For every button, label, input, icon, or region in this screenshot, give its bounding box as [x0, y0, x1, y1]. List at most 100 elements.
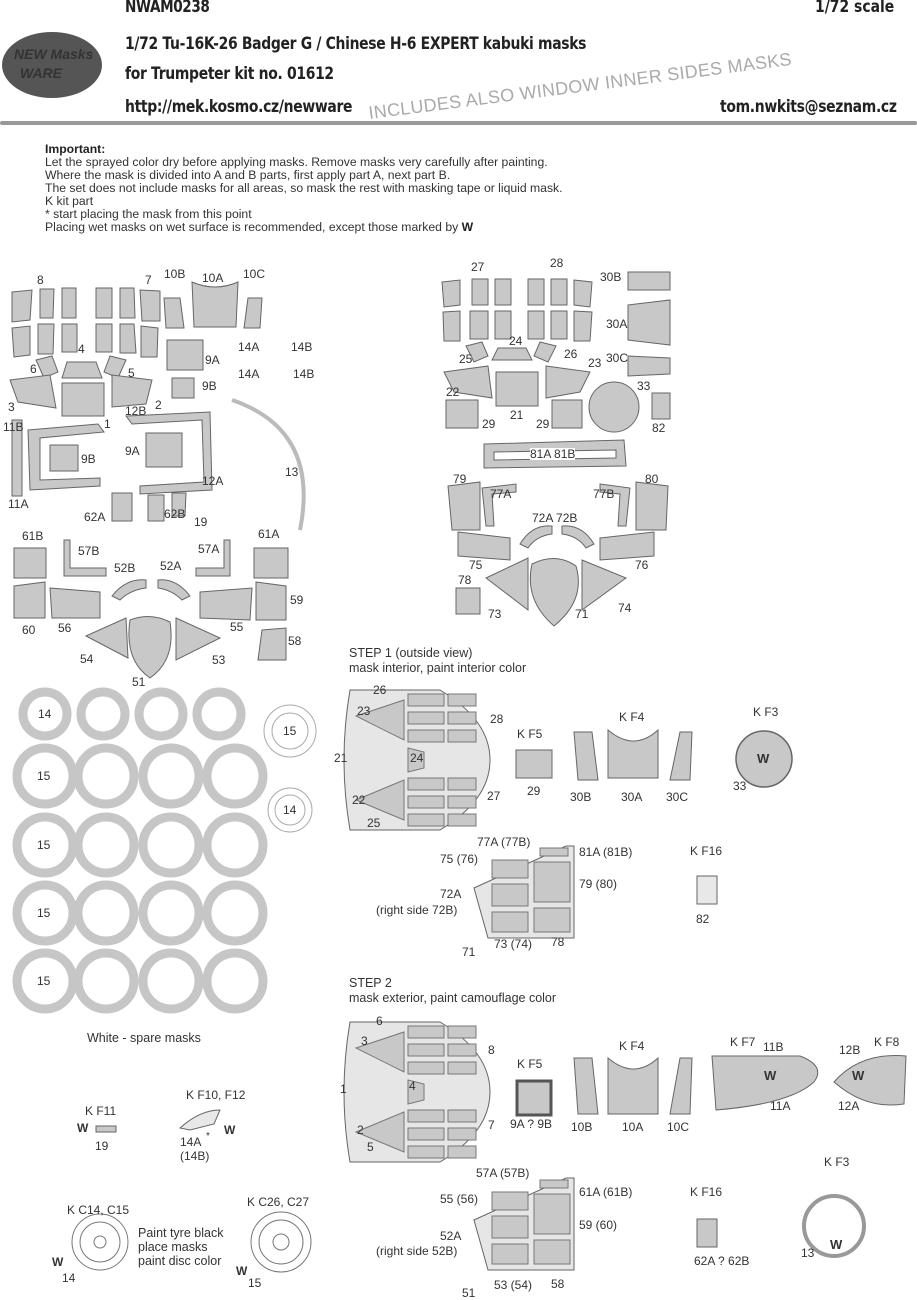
part-label: 61B [22, 529, 44, 543]
mask-shape [651, 392, 671, 420]
tyre-ring-mask [73, 948, 139, 1014]
mask-shape [111, 492, 133, 522]
part-label: 12A [202, 474, 224, 488]
part-label: 72A 72B [532, 511, 578, 525]
website-link[interactable]: http://mek.kosmo.cz/newware [125, 97, 353, 117]
mask-shape [447, 1145, 477, 1159]
wet-mark-icon: W [77, 1121, 89, 1135]
mask-shape [407, 813, 445, 827]
wheel-hub-icon [258, 1219, 304, 1265]
part-label: 55 [230, 620, 244, 634]
mask-shape [573, 731, 599, 781]
mask-shape [635, 481, 669, 531]
part-label: 9B [81, 452, 96, 466]
part-label: 82 [696, 912, 710, 926]
part-label: 9A [205, 353, 220, 367]
mask-shape [243, 297, 263, 329]
note-line: * start placing the mask from this point [45, 207, 252, 221]
mask-shape [533, 907, 571, 933]
part-label: 8 [488, 1043, 495, 1057]
kit-part-ref: K F5 [517, 1057, 543, 1071]
part-label: 29 [527, 784, 541, 798]
kit-part-ref: K F3 [753, 705, 779, 719]
mask-shape [147, 494, 165, 522]
mask-shape [491, 347, 533, 361]
mask-shape [457, 531, 511, 561]
spare-masks-note: White - spare masks [87, 1031, 201, 1045]
part-label: 61A (61B) [579, 1185, 633, 1199]
mask-shape [481, 483, 517, 527]
mask-shape [471, 278, 489, 306]
tyre-step: Paint tyre black [138, 1226, 224, 1240]
mask-shape [447, 777, 477, 791]
mask-shape [231, 398, 306, 531]
tyre-ring-mask [138, 880, 204, 946]
part-label: 10B [164, 267, 186, 281]
mask-shape [802, 1194, 866, 1258]
mask-shape [669, 1057, 693, 1115]
mask-shape [515, 1079, 553, 1117]
part-label: 78 [458, 573, 472, 587]
part-label: 82 [652, 421, 666, 435]
part-label: 72A [440, 887, 462, 901]
mask-shape [519, 525, 553, 549]
tyre-ring-mask [73, 743, 139, 809]
wheel-number: 15 [37, 906, 51, 920]
part-label: 19 [95, 1139, 109, 1153]
email-link[interactable]: tom.nwkits@seznam.cz [720, 97, 897, 117]
part-label: 7 [488, 1118, 495, 1132]
important-notes: Important: Let the sprayed color dry bef… [45, 143, 563, 234]
tyre-step: paint disc color [138, 1254, 222, 1268]
kit-part-ref: K F8 [874, 1035, 900, 1049]
step1-heading: STEP 1 (outside view) mask interior, pai… [349, 646, 526, 676]
tyre-ring-mask [18, 687, 72, 741]
part-label: 5 [367, 1140, 374, 1154]
spare-ring-mask [267, 787, 313, 833]
mask-shape [125, 411, 213, 495]
step1-title: STEP 1 (outside view) [349, 646, 473, 660]
logo-top: NEW Masks [14, 46, 94, 62]
part-label: 2 [155, 398, 162, 412]
mask-shape [669, 731, 693, 781]
part-label: 29 [482, 417, 496, 431]
part-label: 14A [238, 340, 260, 354]
mask-shape [533, 861, 571, 903]
mask-shape [447, 1043, 477, 1057]
mask-shape [529, 558, 579, 627]
part-label: 3 [361, 1034, 368, 1048]
mask-shape [63, 539, 107, 577]
kit-part-ref: K F4 [619, 1039, 645, 1053]
mask-shape [539, 1179, 569, 1189]
mask-shape [469, 310, 489, 340]
mask-shape [11, 419, 23, 497]
part-label: (right side 52B) [376, 1244, 458, 1258]
spare-ring-mask [263, 704, 317, 758]
part-label: 51 [132, 675, 146, 689]
kit-part-ref: K F11 [85, 1104, 117, 1118]
part-label: 77B [593, 487, 615, 501]
mask-shape [13, 581, 46, 619]
mask-shape [39, 288, 55, 319]
part-label: 12B [125, 404, 147, 418]
mask-shape [407, 1109, 445, 1123]
mask-shape [550, 310, 568, 340]
part-label: 26 [564, 347, 578, 361]
part-label: 25 [367, 816, 381, 830]
wheel-number: 15 [37, 974, 51, 988]
mask-shape [13, 547, 47, 579]
product-title: 1/72 Tu-16K-26 Badger G / Chinese H-6 EX… [125, 34, 587, 54]
mask-shape [573, 310, 593, 342]
part-label: 59 (60) [579, 1218, 618, 1232]
mask-shape [442, 310, 461, 342]
mask-shape [119, 287, 136, 319]
wheel-number: 14 [38, 707, 52, 721]
part-label: 76 [635, 558, 649, 572]
note-line: Placing wet masks on wet surface is reco… [45, 220, 459, 234]
part-label: 52A [440, 1229, 462, 1243]
mask-shape [599, 483, 631, 527]
tyre-ring-mask [202, 743, 268, 809]
mask-shape [485, 557, 529, 612]
part-label: 9A ? 9B [510, 1117, 553, 1131]
part-label: 27 [487, 789, 501, 803]
wet-mark-icon: W [224, 1123, 236, 1137]
